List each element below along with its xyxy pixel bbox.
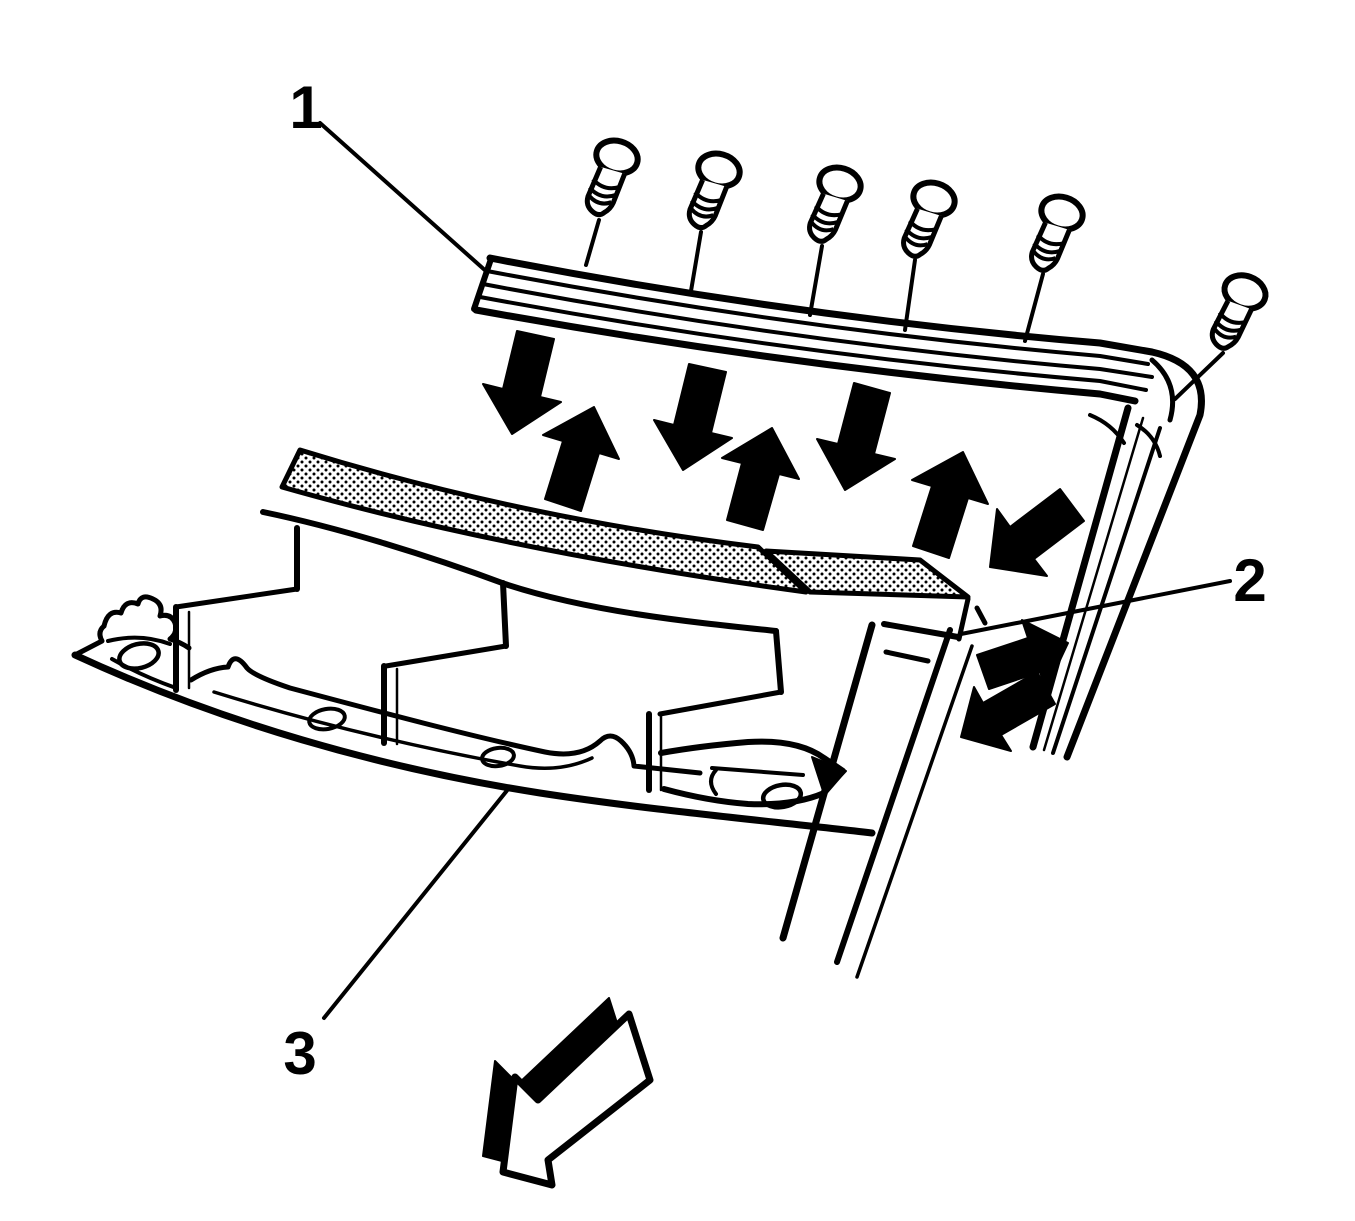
callout-1: 1	[289, 74, 489, 274]
screw-icon	[802, 163, 865, 317]
right-end-bracket	[658, 738, 847, 810]
attachment-screws	[580, 136, 1270, 401]
seal-band-left	[279, 447, 809, 595]
callout-1-leader	[318, 121, 489, 274]
arrow-down-icon	[816, 382, 896, 491]
arrow-left-icon	[960, 671, 1056, 752]
panel-notch-1	[173, 525, 300, 693]
arrow-down-icon	[653, 363, 733, 471]
screw-icon	[682, 149, 743, 293]
panel-right-edge	[779, 596, 988, 979]
flange-outer-edge	[71, 651, 876, 837]
strip-left-cap	[471, 256, 494, 312]
panel-notch-3	[646, 628, 784, 793]
callout-2-leader	[959, 579, 1232, 636]
screw-icon	[1173, 270, 1270, 401]
screw-icon	[1024, 192, 1087, 343]
callout-3-label: 3	[283, 1020, 316, 1087]
left-end-bracket	[72, 594, 192, 690]
flange-hole	[480, 745, 516, 769]
callout-1-label: 1	[289, 74, 322, 141]
arrow-up-icon	[721, 427, 800, 531]
arrow-diagonal-icon	[989, 488, 1085, 577]
flange-hole	[307, 706, 347, 732]
arrow-right-icon	[976, 619, 1069, 691]
direction-arrows	[482, 330, 1085, 752]
removal-direction-arrow-icon	[482, 997, 654, 1189]
panel-notch-2	[381, 580, 509, 746]
flange-inner-line	[212, 690, 594, 770]
screw-icon	[580, 136, 641, 267]
callout-3-leader	[322, 786, 511, 1020]
callout-2-label: 2	[1233, 547, 1266, 614]
strip-bottom-edge	[472, 306, 1139, 405]
arrow-down-icon	[482, 330, 562, 435]
flange-ridge	[188, 656, 703, 776]
screw-icon	[896, 178, 959, 332]
cowl-retainer-panel	[71, 447, 988, 979]
callout-3: 3	[283, 786, 511, 1087]
strip-right-cap	[1149, 357, 1176, 423]
callout-2: 2	[959, 547, 1267, 636]
arrow-up-icon	[542, 406, 620, 512]
windshield-pillar-channel	[1029, 404, 1162, 755]
arrow-up-icon	[911, 451, 989, 559]
